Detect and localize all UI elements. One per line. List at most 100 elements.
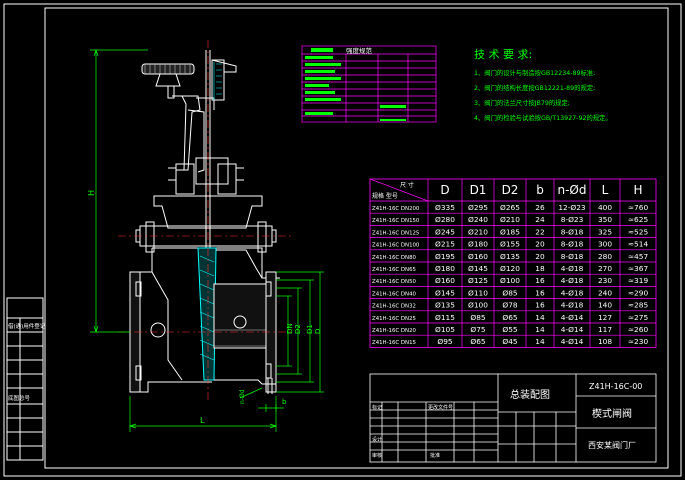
dim-table-cell: 127	[598, 313, 612, 322]
dim-table-model-cell: Z41H-16C DN200	[372, 206, 420, 212]
label-change-doc: 更改文件号	[428, 404, 453, 411]
spec-table-fill	[305, 48, 406, 121]
dim-table-cell: 4-Ø18	[561, 288, 584, 297]
dim-table-cell: Ø210	[468, 227, 488, 236]
dim-table-cell: Ø65	[470, 337, 486, 346]
dim-table-cell: Ø135	[435, 301, 455, 310]
drawing-name: 总装配图	[510, 388, 550, 401]
dim-D: D	[314, 329, 322, 334]
dim-table-cell: Ø160	[435, 276, 455, 285]
company-name: 西安某阀门厂	[588, 440, 636, 450]
dim-table-cell: ≈230	[628, 337, 649, 346]
dim-table-cell: 140	[598, 301, 612, 310]
spec-table	[301, 45, 437, 123]
dim-table-cell: Ø65	[502, 313, 518, 322]
dim-table-cell: Ø265	[500, 203, 520, 212]
tech-req-item: 3、阀门的法兰尺寸按JB79的规定;	[474, 98, 570, 107]
tech-req-item: 1、阀门的设计与制造按GB12234-89标准;	[474, 68, 595, 77]
dim-table-cell: Ø100	[500, 276, 520, 285]
label-design: 设计	[372, 436, 382, 443]
dim-table-model-cell: Z41H-16C DN80	[372, 255, 417, 261]
dim-table-cell: 4-Ø18	[561, 264, 584, 273]
dim-table-cell: Ø95	[437, 337, 453, 346]
side-label-register: 借(通)用件登记	[8, 322, 46, 330]
dim-table-cell: ≈260	[628, 325, 649, 334]
dim-table-cell: 26	[535, 203, 545, 212]
dim-table-cell: Ø125	[468, 276, 488, 285]
dim-table-cell: 4-Ø14	[561, 313, 584, 322]
dim-table-border	[369, 178, 657, 348]
dim-table-cell: Ø110	[468, 288, 488, 297]
dim-table-cell: 4-Ø14	[561, 337, 584, 346]
dim-table-cell: 240	[598, 288, 612, 297]
dim-H: H	[87, 190, 96, 196]
dim-table-cell: Ø120	[500, 264, 520, 273]
dim-L: L	[200, 416, 205, 425]
dim-table-cell: 8-Ø18	[561, 240, 584, 249]
side-label-base-no: 底图总号	[8, 394, 31, 402]
dim-table-col-header: D	[440, 183, 449, 197]
dim-table-cell: ≈275	[628, 313, 649, 322]
dim-table-col-header: b	[536, 183, 544, 197]
dim-table-cell: 300	[598, 240, 612, 249]
dim-table-model-cell: Z41H-16C DN150	[372, 218, 420, 224]
yoke	[167, 86, 201, 171]
dim-table-cell: 350	[598, 215, 612, 224]
dim-table-cell: 280	[598, 252, 612, 261]
dim-table-cell: 230	[598, 276, 612, 285]
dim-table-cell: ≈319	[628, 276, 649, 285]
spec-table-title: 强度规范	[346, 46, 373, 55]
dim-table-cell: 8-Ø18	[561, 252, 584, 261]
dim-table-cell: 14	[535, 337, 545, 346]
dim-table-cell: ≈625	[628, 215, 649, 224]
label-mark: 标记	[372, 404, 382, 411]
dim-table-cell: Ø145	[435, 288, 455, 297]
dim-table-cell: 12-Ø23	[558, 203, 586, 212]
dim-table-cell: 16	[535, 301, 545, 310]
outer-frame	[3, 3, 682, 477]
dim-table-cell: 20	[535, 252, 545, 261]
dim-D1: D1	[306, 324, 314, 334]
bolt-hole	[150, 322, 166, 338]
dim-table-cell: ≈457	[628, 252, 649, 261]
dim-table-cell: 8-Ø23	[561, 215, 584, 224]
dim-table-cell: 16	[535, 288, 545, 297]
dim-table-cell: 4-Ø18	[561, 301, 584, 310]
dim-table-cell: 400	[598, 203, 612, 212]
dim-table-model-cell: Z41H-16C DN100	[372, 243, 420, 249]
dim-DN: DN	[286, 323, 294, 334]
dim-table-cell: ≈525	[628, 227, 649, 236]
tech-req-title: 技 术 要 求:	[474, 48, 532, 61]
dim-b: b	[282, 398, 287, 406]
dim-table-col-header: n-Ød	[558, 183, 587, 197]
dim-table-model-cell: Z41H-16C DN65	[372, 267, 416, 273]
dim-table-cell: Ø180	[468, 240, 488, 249]
dim-table-cell: Ø78	[502, 301, 518, 310]
tech-req-item: 4、阀门的检验与试验按GB/T13927-92的规定。	[474, 113, 612, 122]
label-approve: 批准	[430, 452, 440, 459]
dim-table-cell: ≈367	[628, 264, 649, 273]
dim-table-model-cell: Z41H-16C DN50	[372, 279, 417, 285]
dim-table-cell: Ø160	[468, 252, 488, 261]
dim-table-cell: Ø105	[435, 325, 455, 334]
dim-table-cell: Ø155	[500, 240, 520, 249]
dim-table-cell: 4-Ø18	[561, 276, 584, 285]
dim-table-header-model: 规格 型号	[372, 192, 398, 200]
dim-table-cell: 325	[598, 227, 612, 236]
centerlines	[118, 40, 292, 400]
dim-table-cell: Ø145	[468, 264, 488, 273]
inner-frame	[44, 7, 669, 469]
dim-table-cell: Ø115	[435, 313, 455, 322]
dim-table-cell: 4-Ø14	[561, 325, 584, 334]
title-block	[369, 373, 657, 463]
dim-table-col-header: H	[633, 183, 642, 197]
dim-table-cell: Ø195	[435, 252, 455, 261]
tech-req-item: 2、阀门的结构长度按GB12221-89的规定;	[474, 83, 595, 92]
dim-table-cell: Ø45	[502, 337, 518, 346]
dim-table-cell: Ø280	[435, 215, 455, 224]
dimension-lines	[90, 48, 324, 432]
dim-table-cell: Ø55	[502, 325, 518, 334]
dim-table-cell: 14	[535, 325, 545, 334]
